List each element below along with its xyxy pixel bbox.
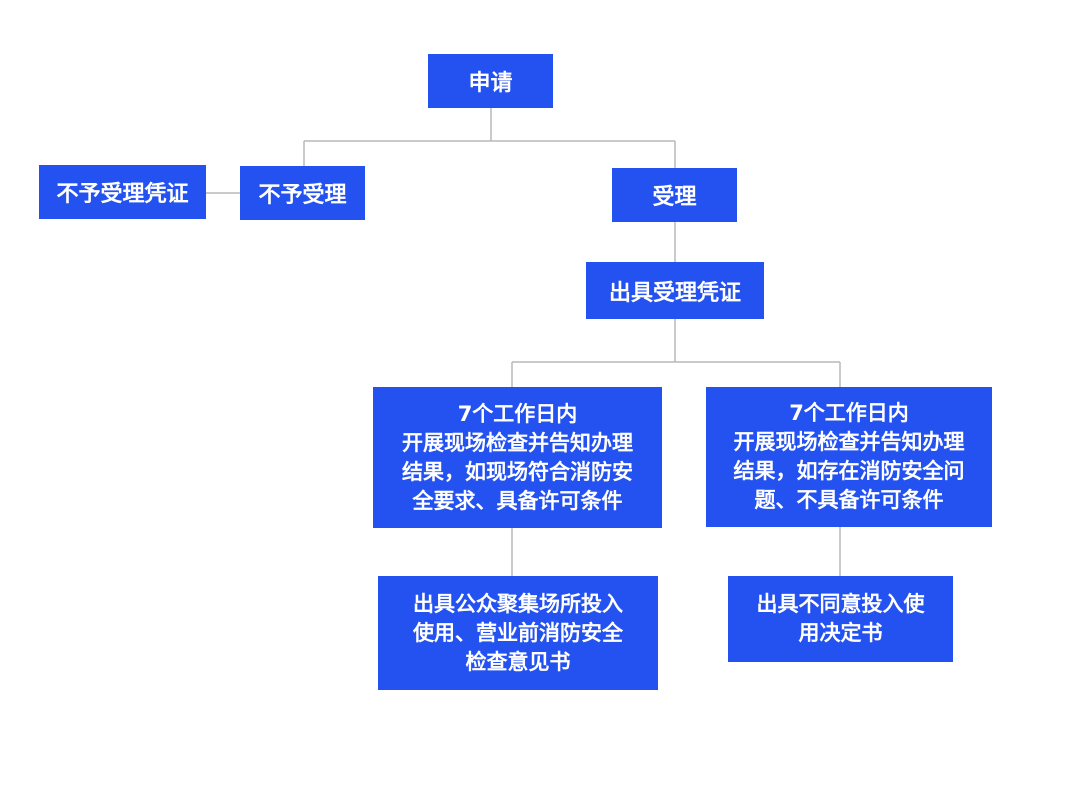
- node-accept-cert: 出具受理凭证: [586, 262, 764, 319]
- node-reject: 不予受理: [240, 166, 365, 220]
- node-accept: 受理: [612, 168, 737, 222]
- node-reject-cert: 不予受理凭证: [39, 165, 206, 219]
- node-opinion-fail: 出具不同意投入使 用决定书: [728, 576, 953, 662]
- node-check-fail: 7个工作日内 开展现场检查并告知办理 结果，如存在消防安全问 题、不具备许可条件: [706, 387, 992, 527]
- node-check-pass: 7个工作日内 开展现场检查并告知办理 结果，如现场符合消防安 全要求、具备许可条…: [373, 387, 662, 528]
- node-opinion-pass: 出具公众聚集场所投入 使用、营业前消防安全 检查意见书: [378, 576, 658, 690]
- node-apply: 申请: [428, 54, 553, 108]
